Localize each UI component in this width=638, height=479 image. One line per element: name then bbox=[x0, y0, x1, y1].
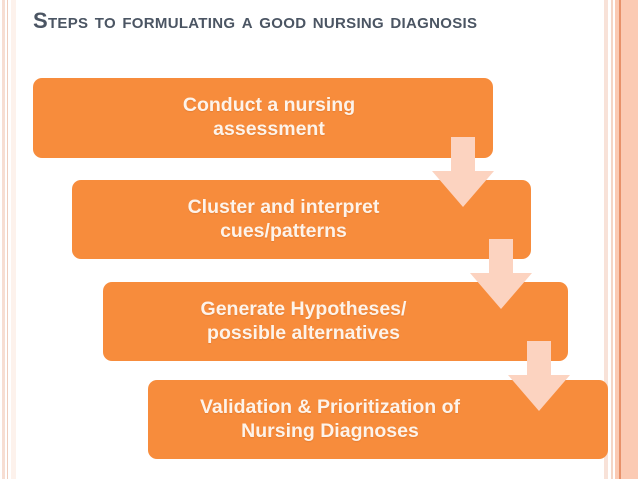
down-arrow-icon bbox=[432, 137, 494, 207]
down-arrow-icon bbox=[470, 239, 532, 309]
flow-step-label-1: Conduct a nursing assessment bbox=[182, 94, 356, 140]
left-edge-stripe-1 bbox=[2, 0, 5, 479]
flow-step-box-1[interactable]: Conduct a nursing assessment bbox=[33, 78, 493, 158]
flow-step-label-4: Validation & Prioritization of Nursing D… bbox=[199, 395, 460, 442]
right-edge-stripe-2 bbox=[611, 0, 613, 479]
left-edge-stripe-2 bbox=[7, 0, 8, 479]
slide-title: Steps to formulating a good nursing diag… bbox=[33, 8, 478, 33]
down-arrow-icon bbox=[508, 341, 570, 411]
flow-step-label-3: Generate Hypotheses/ possible alternativ… bbox=[200, 297, 407, 344]
flow-step-label-2: Cluster and interpret cues/patterns bbox=[187, 195, 380, 242]
right-edge-decoration bbox=[604, 0, 638, 479]
right-edge-stripe-1 bbox=[604, 0, 608, 479]
left-edge-decoration bbox=[0, 0, 22, 479]
right-edge-stripe-3 bbox=[619, 0, 621, 479]
left-edge-stripe-3 bbox=[11, 0, 16, 479]
